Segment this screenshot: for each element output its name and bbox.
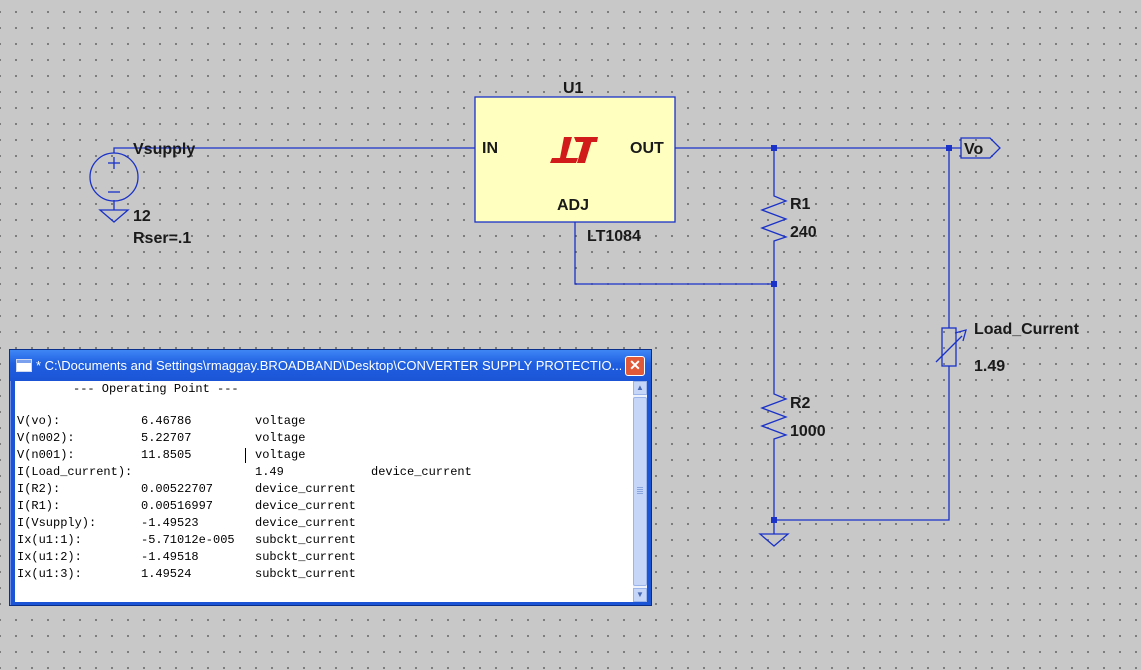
- ground-symbol-supply: [98, 209, 130, 223]
- window-title: * C:\Documents and Settings\rmaggay.BROA…: [36, 358, 621, 373]
- op-row-name: V(n001):: [17, 448, 75, 462]
- op-row: I(R2): 0.00522707 device_current: [17, 482, 633, 499]
- op-row-type: subckt_current: [255, 550, 356, 564]
- op-row: I(Load_current): 1.49 device_current: [17, 465, 633, 482]
- op-row-value: -1.49518: [141, 550, 199, 564]
- op-row-name: I(Vsupply):: [17, 516, 97, 530]
- wire-adj[interactable]: [574, 222, 774, 285]
- regulator-part[interactable]: LT1084: [587, 228, 641, 245]
- op-row-name: I(R2):: [17, 482, 61, 496]
- lt-logo-icon: [550, 137, 598, 163]
- op-row-name: V(n002):: [17, 431, 75, 445]
- wire-supply-to-in[interactable]: [113, 147, 475, 153]
- op-row-type: device_current: [255, 499, 356, 513]
- op-row-value: 0.00516997: [141, 499, 214, 513]
- op-row-type: voltage: [255, 431, 306, 445]
- op-row-value: 6.46786: [141, 414, 192, 428]
- op-row: V(n002): 5.22707 voltage: [17, 431, 633, 448]
- junction-dot: [946, 145, 952, 151]
- vsupply-rser[interactable]: Rser=.1: [133, 230, 191, 247]
- load-label[interactable]: Load_Current: [974, 321, 1080, 338]
- junction-dot: [771, 281, 777, 287]
- op-row-type: voltage: [255, 448, 306, 462]
- text-caret: [245, 448, 246, 463]
- junction-dot: [771, 517, 777, 523]
- r1-value[interactable]: 240: [790, 224, 817, 241]
- window-titlebar[interactable]: * C:\Documents and Settings\rmaggay.BROA…: [10, 350, 651, 381]
- wire-load-bottom[interactable]: [774, 366, 950, 521]
- junctions: [771, 145, 952, 523]
- op-row-value: -5.71012e-005: [141, 533, 235, 547]
- ground-symbol-output: [758, 533, 790, 547]
- op-row-type: device_current: [255, 516, 356, 530]
- vsupply-label[interactable]: Vsupply: [133, 141, 195, 158]
- scrollbar-thumb[interactable]: [633, 397, 647, 586]
- operating-point-text-area[interactable]: --- Operating Point --- V(vo): 6.46786 v…: [15, 381, 647, 602]
- op-row-name: I(Load_current):: [17, 465, 133, 479]
- operating-point-window[interactable]: * C:\Documents and Settings\rmaggay.BROA…: [9, 349, 652, 606]
- pin-adj-label: ADJ: [557, 197, 589, 214]
- op-row-type: subckt_current: [255, 533, 356, 547]
- operating-point-listing[interactable]: --- Operating Point --- V(vo): 6.46786 v…: [15, 381, 633, 602]
- op-row-type: device_current: [255, 482, 356, 496]
- window-icon[interactable]: [16, 359, 32, 372]
- pin-in-label: IN: [482, 140, 498, 157]
- current-load-symbol[interactable]: [935, 327, 967, 367]
- op-row: I(Vsupply): -1.49523 device_current: [17, 516, 633, 533]
- op-row-name: Ix(u1:2):: [17, 550, 82, 564]
- junction-dot: [771, 145, 777, 151]
- op-row-type: subckt_current: [255, 567, 356, 581]
- net-label-vo[interactable]: Vo: [964, 141, 983, 158]
- operating-point-heading: --- Operating Point ---: [73, 382, 239, 396]
- op-row-value: 1.49: [255, 465, 284, 479]
- load-value[interactable]: 1.49: [974, 358, 1005, 375]
- pin-out-label: OUT: [630, 140, 664, 157]
- r2-value[interactable]: 1000: [790, 423, 826, 440]
- r2-label[interactable]: R2: [790, 395, 811, 412]
- op-row-name: V(vo):: [17, 414, 61, 428]
- op-row-value: 11.8505: [141, 448, 192, 462]
- vertical-scrollbar[interactable]: ▲ ▼: [633, 381, 647, 602]
- op-row: V(n001): 11.8505 voltage: [17, 448, 633, 465]
- wires: [113, 147, 961, 534]
- op-row: Ix(u1:1): -5.71012e-005 subckt_current: [17, 533, 633, 550]
- net-label-vo-flag[interactable]: [960, 137, 1001, 159]
- resistor-r1[interactable]: [760, 192, 788, 244]
- op-row: Ix(u1:3): 1.49524 subckt_current: [17, 567, 633, 584]
- close-button[interactable]: ✕: [625, 356, 645, 376]
- op-row-name: Ix(u1:1):: [17, 533, 82, 547]
- op-row-type: voltage: [255, 414, 306, 428]
- op-row-value: 0.00522707: [141, 482, 214, 496]
- op-row-value: 1.49524: [141, 567, 192, 581]
- scrollbar-grip-icon: [637, 487, 643, 495]
- scroll-up-button[interactable]: ▲: [633, 381, 647, 395]
- op-row-name: I(R1):: [17, 499, 61, 513]
- scroll-down-button[interactable]: ▼: [633, 588, 647, 602]
- op-row-value: 5.22707: [141, 431, 192, 445]
- r1-label[interactable]: R1: [790, 196, 811, 213]
- resistor-r2[interactable]: [760, 390, 788, 442]
- op-row: I(R1): 0.00516997 device_current: [17, 499, 633, 516]
- op-row-name: Ix(u1:3):: [17, 567, 82, 581]
- op-row: V(vo): 6.46786 voltage: [17, 414, 633, 431]
- regulator-ref[interactable]: U1: [563, 80, 584, 97]
- vsupply-value[interactable]: 12: [133, 208, 151, 225]
- op-row: Ix(u1:2): -1.49518 subckt_current: [17, 550, 633, 567]
- op-row-type: device_current: [371, 465, 472, 479]
- regulator-u1[interactable]: IN OUT ADJ: [474, 96, 676, 223]
- op-row-value: -1.49523: [141, 516, 199, 530]
- voltage-source-vsupply[interactable]: [89, 152, 139, 202]
